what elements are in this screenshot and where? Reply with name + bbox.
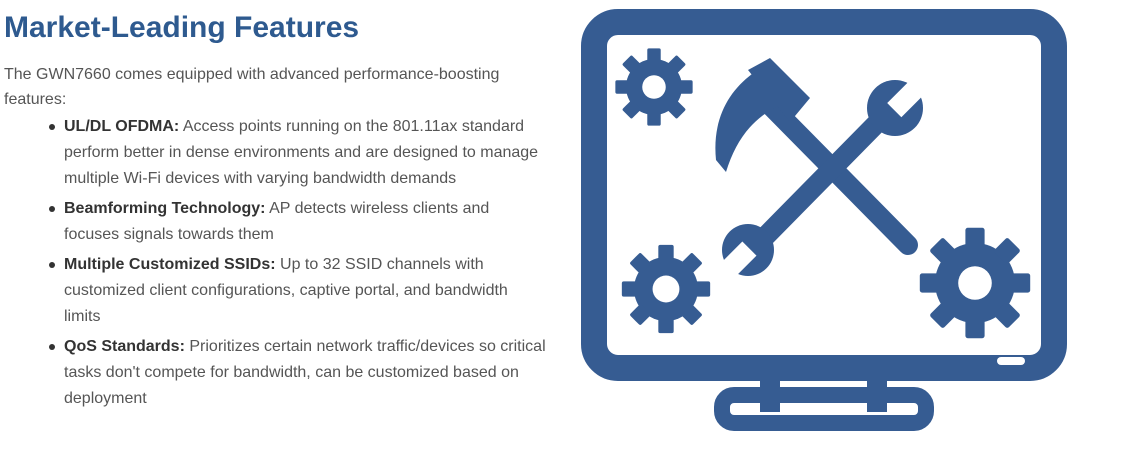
feature-list: UL/DL OFDMA: Access points running on th… <box>4 114 564 412</box>
feature-description: Access points running on the 801.11ax st… <box>64 118 539 187</box>
content-column: Market-Leading Features The GWN7660 come… <box>4 8 564 416</box>
feature-item-beamforming: Beamforming Technology: AP detects wirel… <box>49 196 564 248</box>
wrench-icon <box>712 73 932 286</box>
intro-text: The GWN7660 comes equipped with advanced… <box>4 66 500 108</box>
feature-title: Beamforming Technology: <box>64 200 266 217</box>
page-title: Market-Leading Features <box>4 11 360 44</box>
monitor-with-tools-icon <box>581 9 1067 431</box>
feature-title: Multiple Customized SSIDs: <box>64 256 276 273</box>
feature-item-qos: QoS Standards: Prioritizes certain netwo… <box>49 334 564 412</box>
feature-item-ssids: Multiple Customized SSIDs: Up to 32 SSID… <box>49 252 564 330</box>
gear-icon <box>919 227 1031 339</box>
feature-title: QoS Standards: <box>64 338 185 355</box>
feature-description: Prioritizes certain network traffic/devi… <box>64 338 546 407</box>
gear-icon <box>615 48 693 126</box>
monitor-frame <box>581 9 1067 381</box>
gear-icon <box>621 244 711 334</box>
feature-description: AP detects wireless clients and focuses … <box>64 200 490 243</box>
feature-description: Up to 32 SSID channels with customized c… <box>64 256 508 325</box>
feature-item-ofdma: UL/DL OFDMA: Access points running on th… <box>49 114 564 192</box>
power-indicator <box>997 357 1025 365</box>
monitor-stand <box>714 372 934 431</box>
feature-title: UL/DL OFDMA: <box>64 118 180 135</box>
